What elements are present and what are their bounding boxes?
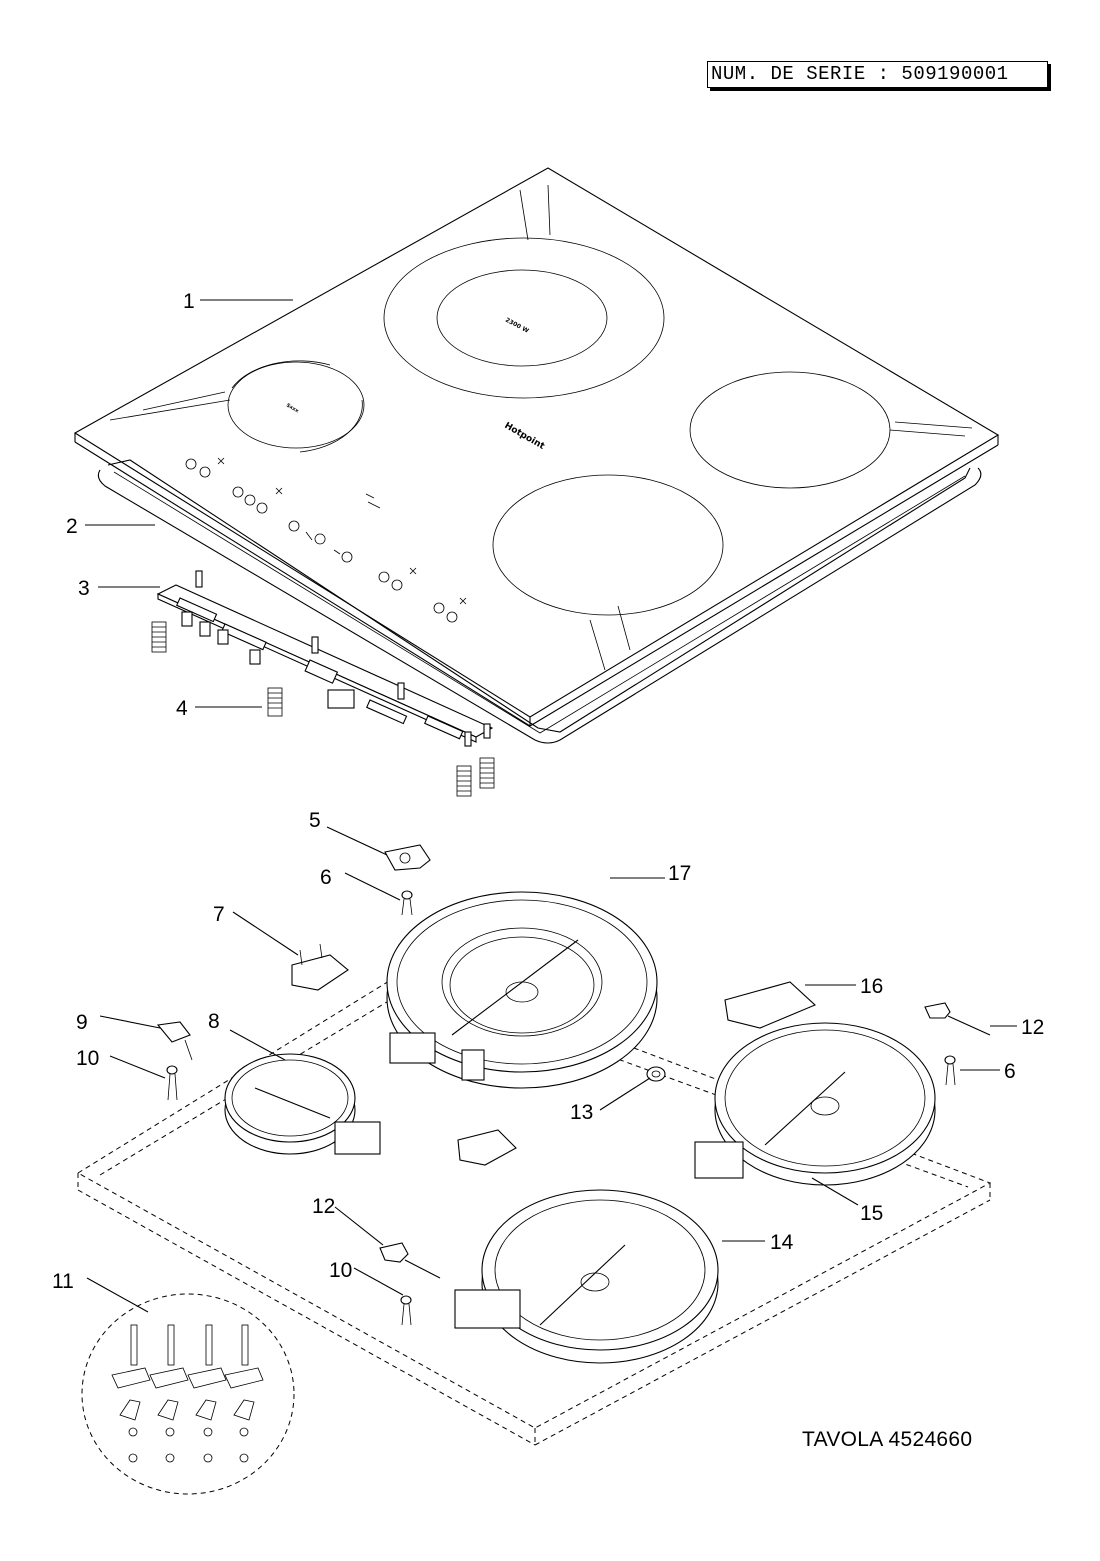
frame-gasket	[97, 459, 982, 744]
callout-1: 1	[183, 290, 195, 313]
front-radiant-element	[454, 1189, 719, 1364]
callout-6: 6	[320, 866, 332, 889]
callout-3: 3	[78, 577, 90, 600]
serial-number-box: NUM. DE SERIE : 509190001	[707, 61, 1048, 88]
callout-8: 8	[208, 1010, 220, 1033]
callout-10: 10	[76, 1047, 99, 1070]
callout-17: 17	[668, 862, 691, 885]
plate-number: TAVOLA 4524660	[802, 1428, 973, 1451]
right-radiant-element	[694, 1022, 936, 1186]
small-parts	[156, 844, 991, 1326]
callout-12: 12	[1021, 1016, 1044, 1039]
callout-15: 15	[860, 1202, 883, 1225]
springs	[151, 621, 495, 797]
touch-controls	[185, 457, 467, 623]
glass-cooktop: 2300 W Hotpoint Sxxx	[73, 167, 1000, 727]
callout-6-right: 6	[1004, 1060, 1016, 1083]
callout-10-lower: 10	[329, 1259, 352, 1282]
callout-16: 16	[860, 975, 883, 998]
callout-13: 13	[570, 1101, 593, 1124]
callout-11: 11	[52, 1270, 74, 1293]
callout-7: 7	[213, 903, 225, 926]
fixing-kit	[81, 1293, 295, 1495]
callout-numbers: 1 2 3 4 5 6 7 8 9 10 11 12 13 14 15 16 1…	[52, 290, 1044, 1293]
callout-5: 5	[309, 809, 321, 832]
callout-12-lower: 12	[312, 1195, 335, 1218]
leader-lines	[85, 299, 1017, 1313]
callout-9: 9	[76, 1011, 88, 1034]
callout-2: 2	[66, 515, 78, 538]
callout-4: 4	[176, 697, 188, 720]
callout-14: 14	[770, 1231, 794, 1254]
control-board	[156, 570, 494, 747]
dual-radiant-element	[386, 891, 658, 1089]
small-radiant-element	[224, 1053, 381, 1155]
